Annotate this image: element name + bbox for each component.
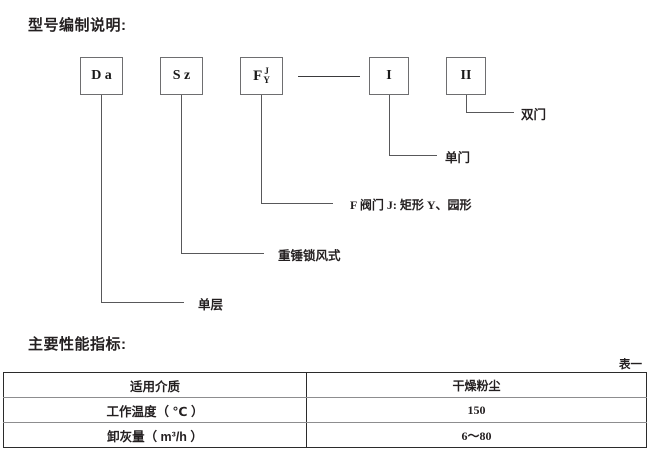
- code-box-f-letter: F: [253, 67, 263, 84]
- leader-label-single-door: 单门: [445, 151, 471, 165]
- table-row: 工作温度（ ℃ ） 150: [3, 397, 647, 423]
- code-box-f-stack: J Y: [263, 65, 270, 86]
- table-row: 卸灰量（ m³/h ） 6～80: [3, 422, 647, 448]
- code-box-f-superscript: J: [264, 65, 269, 76]
- table-cell-value: 干燥粉尘: [306, 372, 647, 398]
- leader-label-valve-shape: F 阀门 J: 矩形 Y、园形: [350, 198, 472, 212]
- model-code-diagram: D a S z F J Y I II 双门 单门 F 阀门 J: 矩形 Y、园形…: [80, 57, 547, 312]
- page-title-model-code: 型号编制说明:: [28, 17, 127, 34]
- leader-label-single-layer: 单层: [198, 298, 224, 312]
- leader-line-single-layer-vertical: [101, 95, 102, 302]
- code-box-ii-label: II: [460, 68, 472, 83]
- table-cell-label: 工作温度（ ℃ ）: [3, 397, 307, 423]
- leader-line-single-layer-horizontal: [101, 302, 184, 303]
- table-caption: 表一: [619, 359, 642, 371]
- code-box-da: D a: [80, 57, 123, 95]
- leader-line-weight-lock-horizontal: [181, 253, 264, 254]
- code-box-sz: S z: [160, 57, 203, 95]
- leader-line-double-door-vertical: [466, 95, 467, 112]
- code-box-sz-label: S z: [172, 68, 191, 83]
- leader-line-weight-lock-vertical: [181, 95, 182, 253]
- code-box-i: I: [369, 57, 409, 95]
- leader-label-weight-lock: 重锤锁风式: [278, 249, 341, 263]
- code-box-f: F J Y: [240, 57, 283, 95]
- leader-line-double-door-horizontal: [466, 112, 514, 113]
- table-cell-value: 150: [306, 397, 647, 423]
- performance-spec-table-body: 适用介质 干燥粉尘 工作温度（ ℃ ） 150 卸灰量（ m³/h ） 6～80: [3, 372, 647, 448]
- table-row: 适用介质 干燥粉尘: [3, 372, 647, 398]
- table-cell-value: 6～80: [461, 428, 492, 443]
- table-cell-label: 适用介质: [3, 372, 307, 398]
- page-title-specs: 主要性能指标:: [28, 336, 127, 353]
- table-cell-label: 卸灰量（ m³/h ）: [3, 422, 307, 448]
- code-box-f-content: F J Y: [253, 65, 270, 86]
- code-separator-dash: [298, 76, 360, 77]
- performance-spec-table: 适用介质 干燥粉尘 工作温度（ ℃ ） 150 卸灰量（ m³/h ） 6～80: [3, 372, 647, 448]
- leader-line-valve-shape-horizontal: [261, 203, 333, 204]
- leader-line-valve-shape-vertical: [261, 95, 262, 203]
- code-box-da-label: D a: [91, 68, 112, 83]
- code-box-ii: II: [446, 57, 486, 95]
- leader-line-single-door-horizontal: [389, 155, 437, 156]
- leader-label-double-door: 双门: [521, 108, 547, 122]
- leader-line-single-door-vertical: [389, 95, 390, 155]
- code-box-i-label: I: [386, 68, 392, 83]
- code-box-f-subscript: Y: [263, 75, 270, 85]
